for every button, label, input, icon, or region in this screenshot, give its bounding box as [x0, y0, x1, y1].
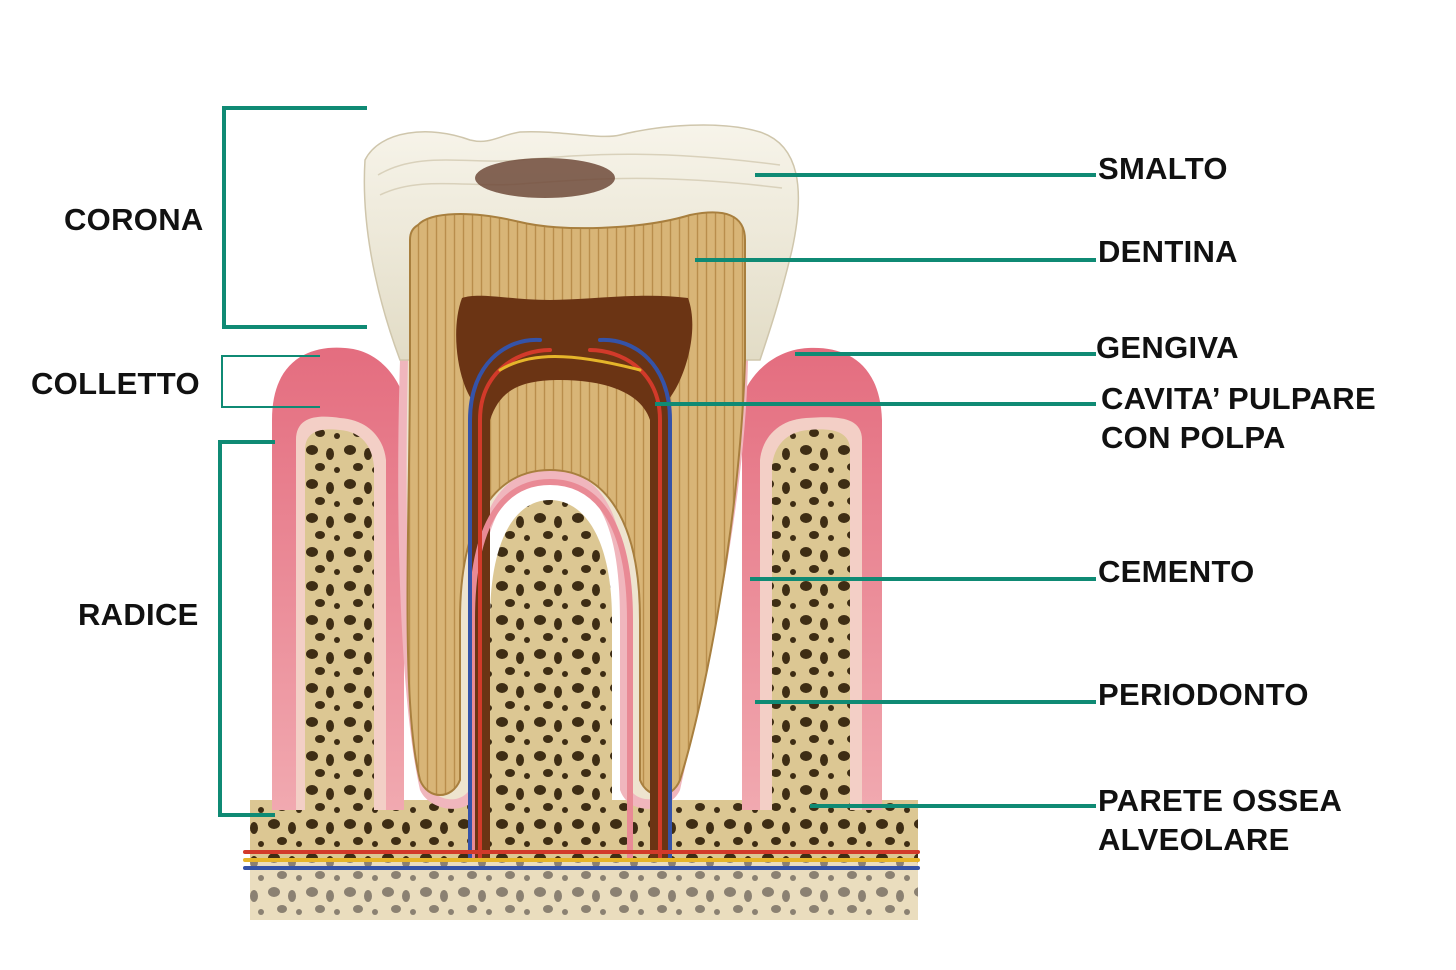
label-corona: CORONA	[64, 202, 204, 237]
label-cemento: CEMENTO	[1098, 554, 1255, 589]
label-gengiva: GENGIVA	[1096, 330, 1239, 365]
colletto-bracket	[221, 355, 320, 408]
label-parete-line1: PARETE OSSEA	[1098, 783, 1343, 818]
radice-bracket	[218, 440, 275, 817]
label-radice: RADICE	[78, 597, 199, 632]
label-periodonto: PERIODONTO	[1098, 677, 1309, 712]
label-parete-line2: ALVEOLARE	[1098, 822, 1290, 857]
left-brackets	[218, 106, 367, 817]
label-cavita-line1: CAVITA’ PULPARE	[1101, 381, 1376, 416]
label-dentina: DENTINA	[1098, 234, 1238, 269]
tooth	[363, 124, 800, 861]
leader-lines	[655, 173, 1096, 808]
label-smalto: SMALTO	[1098, 151, 1228, 186]
vessels-nerve	[243, 337, 920, 870]
caries-spot	[475, 158, 615, 198]
corona-bracket	[222, 106, 367, 329]
label-cavita-line2: CON POLPA	[1101, 420, 1286, 455]
left-gingiva-bone	[272, 347, 404, 810]
label-colletto: COLLETTO	[31, 366, 200, 401]
